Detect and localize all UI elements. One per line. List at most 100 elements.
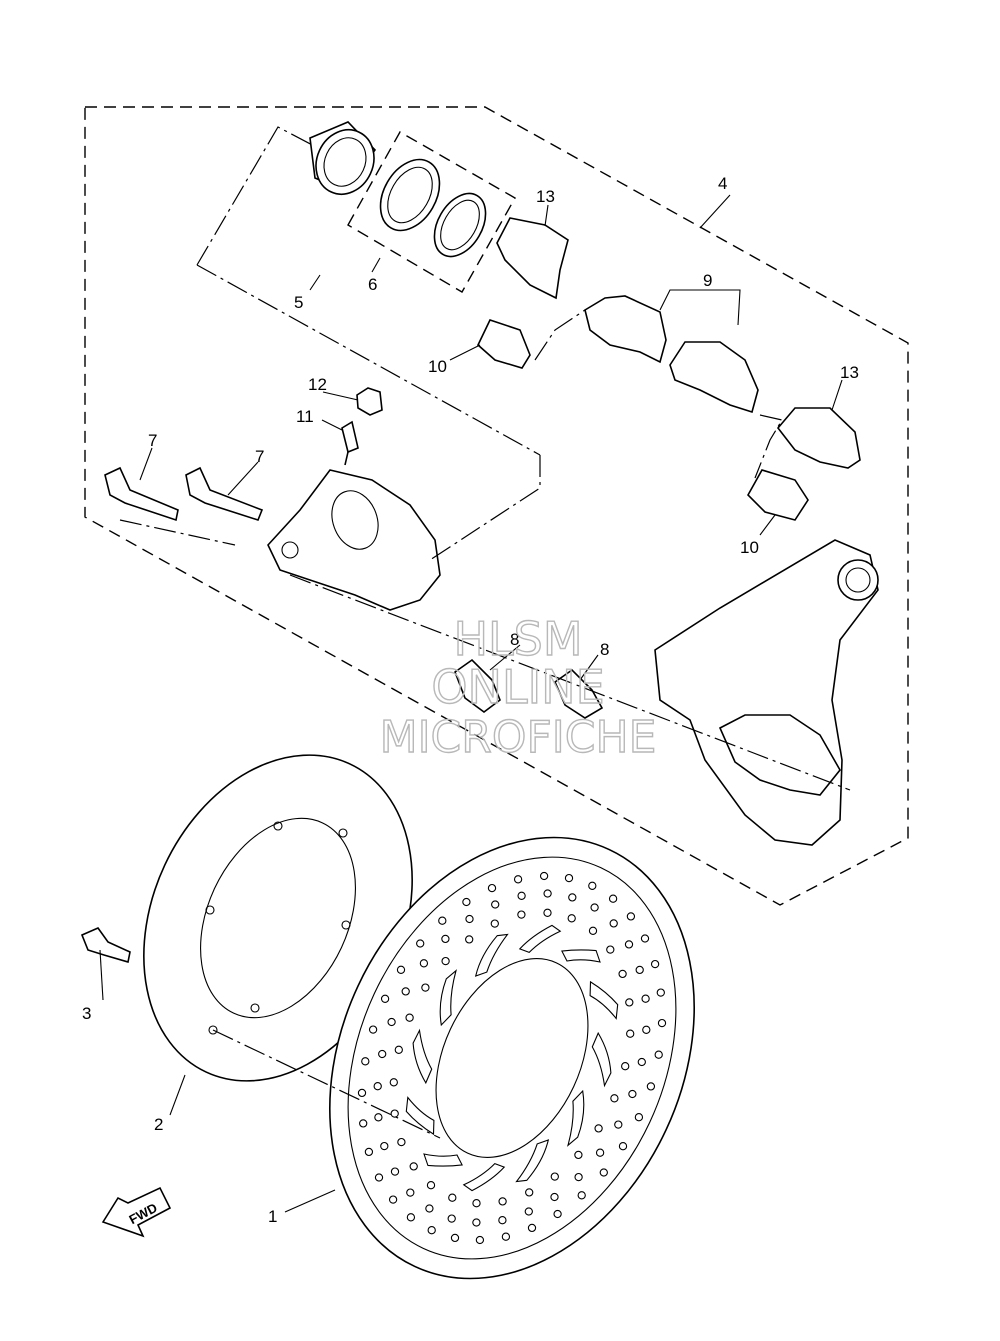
callout-9: 9 [703,271,712,290]
disc-slot [474,933,509,977]
disc-hole [396,965,406,974]
disc-hole [405,1013,414,1022]
disc-hole [621,1062,630,1071]
caliper-pins [104,466,264,522]
disc-slot [423,1153,463,1167]
callout-6: 6 [368,275,377,294]
disc-hole [380,994,390,1003]
disc-hole [618,1142,628,1151]
watermark-line-3: MICROFICHE [380,712,657,763]
leader-lines [99,194,843,1213]
disc-hole [590,903,599,912]
disc-slot [589,980,619,1020]
callout-13-upper: 13 [536,187,555,206]
disc-hole [517,910,526,919]
disc-cooling-slots [405,924,619,1192]
callout-11: 11 [296,407,314,426]
disc-hole [390,1109,399,1118]
disc-hole [646,1082,656,1091]
caliper-assembly-boundary [84,106,909,906]
disc-hub-adapter [143,754,413,1082]
disc-hole [374,1173,384,1182]
disc-hole [527,1223,537,1233]
disc-hole [498,1197,507,1206]
disc-hole [539,871,549,881]
disc-hole [641,994,650,1003]
disc-hole [564,873,574,883]
disc-hole [553,1209,562,1219]
disc-hole [567,914,576,923]
callout-3: 3 [82,1004,91,1023]
pad-springs [477,319,809,521]
callout-1: 1 [268,1207,277,1226]
callout-7-left: 7 [148,431,157,450]
disc-hole [543,889,552,898]
callout-13-lower: 13 [840,363,859,382]
disc-hole [595,1148,605,1157]
disc-hole [389,1078,398,1087]
disc-hole [626,1029,635,1038]
seal-kit-bracket [347,131,516,293]
disc-hole [416,939,425,948]
forward-direction-arrow: FWD [101,1186,172,1238]
disc-hole [441,956,450,966]
disc-hole [609,919,618,928]
disc-hole [394,1045,403,1054]
disc-slot [561,949,601,963]
disc-hole [406,1213,416,1222]
callout-2: 2 [154,1115,163,1134]
disc-hole [642,1025,651,1034]
disc-hole [359,1119,368,1128]
disc-hole [465,935,474,944]
disc-hole [608,894,618,903]
disc-hole [543,908,552,917]
disc-hole [654,1050,663,1059]
disc-hole [472,1199,481,1208]
disc-hole [525,1188,534,1197]
disc-hole [450,1233,460,1243]
boots [454,658,604,719]
disc-hole [657,1018,667,1028]
disc-hole [599,1168,608,1177]
assembly-axis-lines [119,309,851,1139]
disc-hole [397,1137,406,1147]
disc-hole [421,983,430,992]
disc-slot [515,1139,550,1183]
caliper-body [267,469,441,611]
disc-hole [387,1017,396,1027]
callout-numbers: 1 2 3 4 5 6 7 7 8 8 9 10 10 11 12 13 13 [82,174,859,1226]
disc-hole [406,1188,415,1197]
callout-10-lower: 10 [740,538,759,557]
disc-hole [624,940,634,949]
disc-hole [373,1082,382,1091]
watermark: HLSM ONLINE MICROFICHE [379,611,657,763]
disc-hole [390,1167,400,1176]
disc-hole [491,900,500,909]
disc-hole [425,1204,434,1213]
disc-hole [368,1025,378,1034]
disc-hole [650,959,660,969]
disc-hole [409,1162,418,1171]
disc-slot [405,1096,435,1136]
disc-ventilation-holes [357,871,667,1245]
disc-hole [550,1192,559,1202]
disc-hole [625,998,634,1007]
disc-hole [447,1214,456,1223]
watermark-line-1: HLSM [453,612,582,666]
disc-hole [640,934,650,943]
disc-hole [574,1150,583,1160]
disc-bolt [80,927,131,964]
disc-hole [606,945,615,954]
disc-hole [634,1113,644,1122]
disc-hole [588,926,598,935]
disc-hole [401,987,410,996]
callout-7-right: 7 [255,447,264,466]
piston-seals [379,158,487,258]
disc-hole [610,1094,619,1103]
disc-hole [517,891,526,900]
watermark-line-2: ONLINE [431,660,604,714]
brake-disc [329,836,695,1280]
disc-hole [498,1216,507,1225]
disc-hole [388,1195,398,1204]
